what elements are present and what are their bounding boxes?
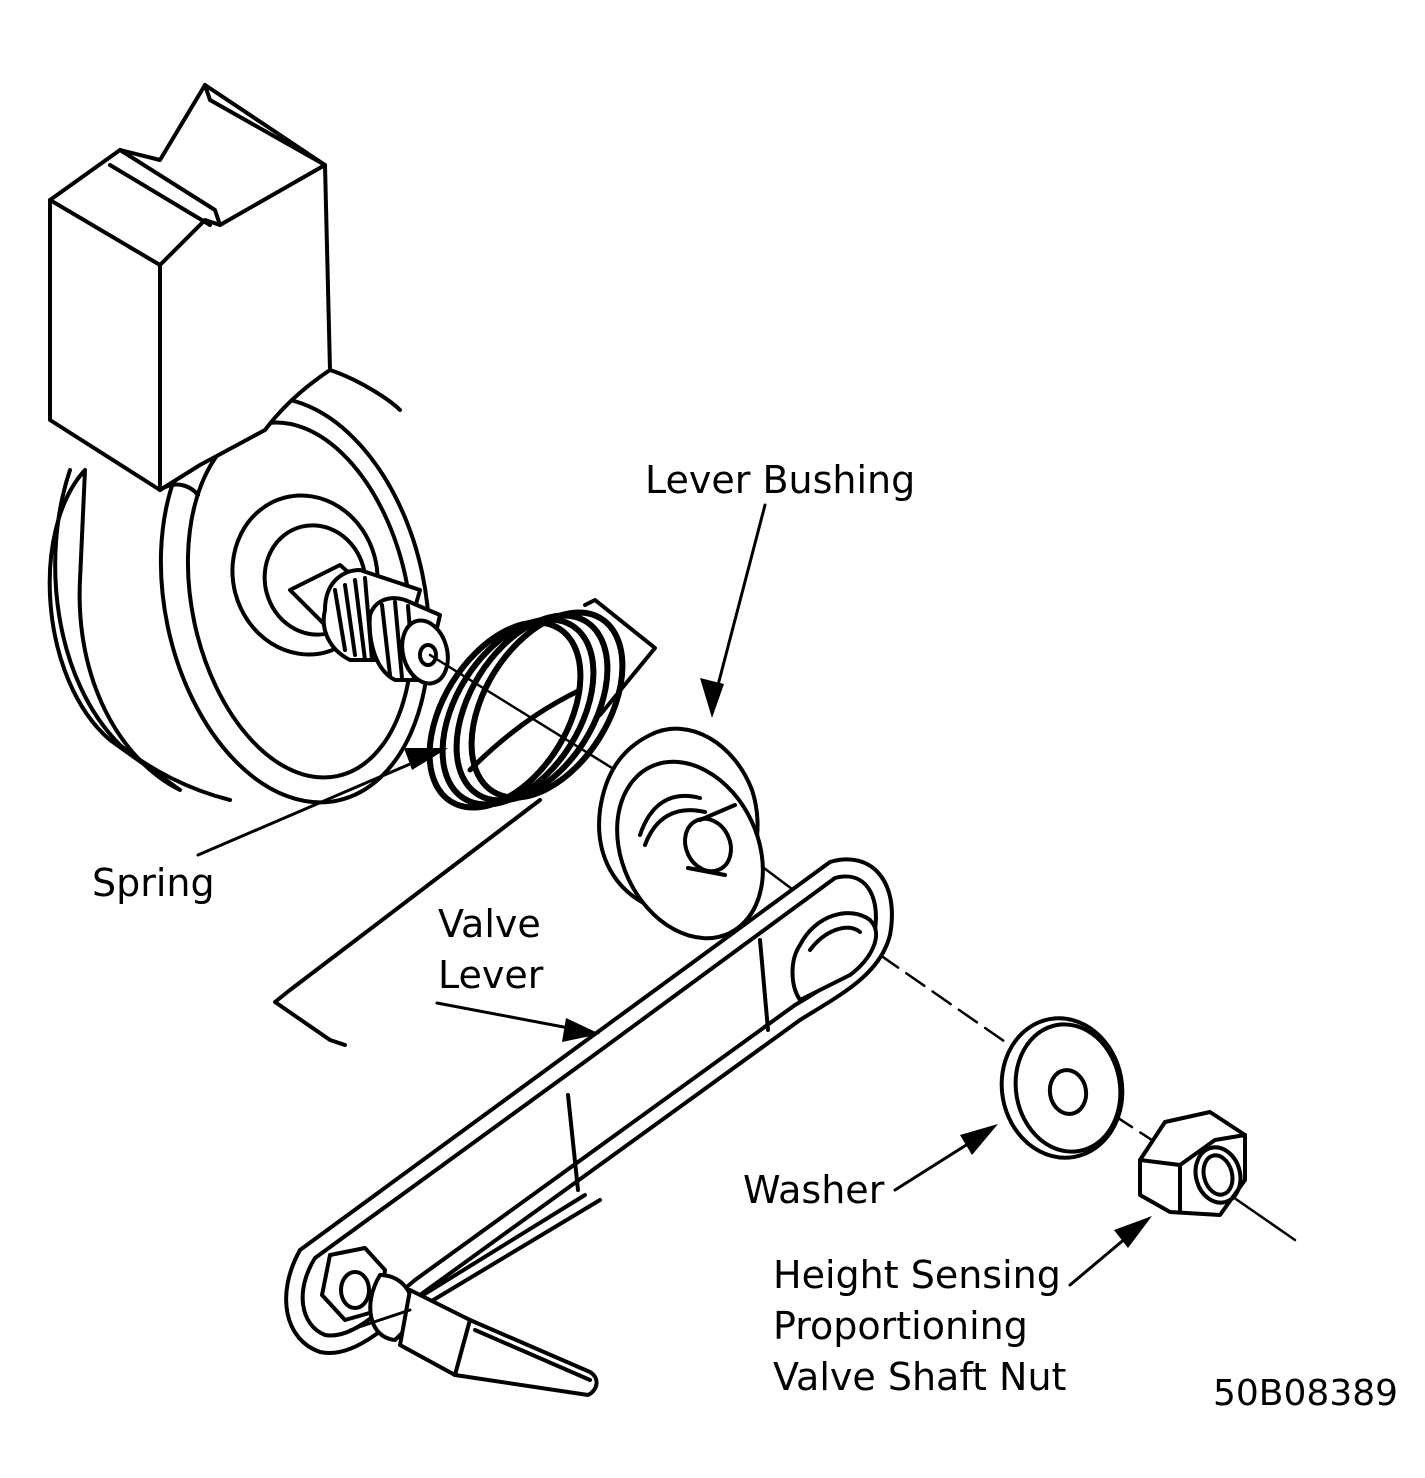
label-lever-bushing: Lever Bushing bbox=[645, 458, 916, 502]
label-washer: Washer bbox=[743, 1168, 885, 1212]
washer bbox=[999, 1016, 1125, 1160]
label-nut-line1: Height Sensing bbox=[773, 1253, 1061, 1297]
valve-lever bbox=[284, 857, 894, 1356]
leader-lines bbox=[196, 503, 1152, 1287]
shaft-nut bbox=[1138, 1110, 1247, 1217]
valve-housing bbox=[47, 83, 432, 805]
label-spring: Spring bbox=[92, 861, 215, 905]
lever-bushing bbox=[597, 726, 765, 941]
label-valve-lever-line1: Valve bbox=[438, 902, 541, 946]
valve-shaft bbox=[288, 563, 450, 686]
label-valve-lever-line2: Lever bbox=[438, 953, 544, 997]
label-nut-line2: Proportioning bbox=[773, 1304, 1028, 1348]
figure-code: 50B08389 bbox=[1213, 1373, 1399, 1414]
lever-link-rod bbox=[320, 1246, 599, 1397]
torsion-spring bbox=[273, 598, 657, 1047]
label-nut-line3: Valve Shaft Nut bbox=[773, 1355, 1067, 1399]
